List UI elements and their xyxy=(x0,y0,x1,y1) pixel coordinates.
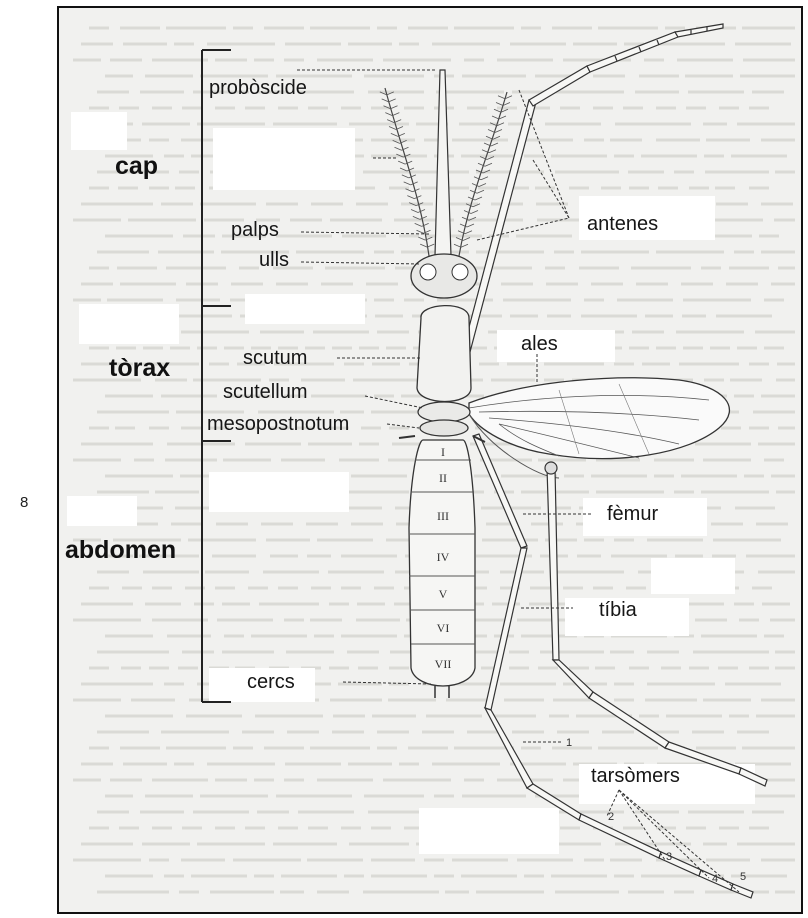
segment-V: V xyxy=(439,587,448,601)
section-bracket xyxy=(202,50,231,702)
segment-I: I xyxy=(441,445,445,459)
segment-IV: IV xyxy=(437,550,450,564)
segment-VII: VII xyxy=(435,657,452,671)
label-tarsomeres: tarsòmers xyxy=(591,766,680,786)
segment-II: II xyxy=(439,471,447,485)
segment-III: III xyxy=(437,509,449,523)
wing xyxy=(469,378,729,478)
label-proboscis: probòscide xyxy=(209,78,307,98)
label-tibia: tíbia xyxy=(599,600,637,620)
section-label-thorax: tòrax xyxy=(109,356,170,381)
page-number: 8 xyxy=(20,494,28,511)
tarsomere-number-5: 5 xyxy=(740,871,746,883)
label-cerci: cercs xyxy=(247,672,295,692)
insect-drawing: I II III IV V VI VII 1 2 3 4 5 xyxy=(59,8,803,914)
label-eyes: ulls xyxy=(259,250,289,270)
tarsomere-number-3: 3 xyxy=(666,851,672,863)
segment-VI: VI xyxy=(437,621,450,635)
section-label-abdomen: abdomen xyxy=(65,538,176,563)
tarsomere-number-4: 4 xyxy=(712,873,718,885)
label-mesopostnotum: mesopostnotum xyxy=(207,414,349,434)
label-antennae: antenes xyxy=(587,214,658,234)
section-label-head: cap xyxy=(115,154,158,179)
label-scutellum: scutellum xyxy=(223,382,307,402)
tarsomere-number-1: 1 xyxy=(566,737,572,749)
label-scutum: scutum xyxy=(243,348,307,368)
label-palps: palps xyxy=(231,220,279,240)
label-femur: fèmur xyxy=(607,504,658,524)
diagram-frame: I II III IV V VI VII 1 2 3 4 5 cap tòrax… xyxy=(57,6,803,914)
thorax-shape xyxy=(417,306,471,402)
proboscis-shape xyxy=(435,70,451,256)
hind-leg xyxy=(463,24,723,352)
label-wings: ales xyxy=(521,334,558,354)
tarsomere-number-2: 2 xyxy=(608,811,614,823)
